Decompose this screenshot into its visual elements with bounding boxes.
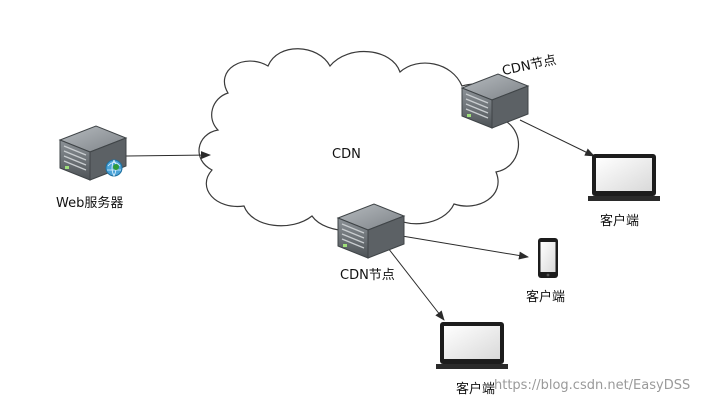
link-topnode-to-laptop: [519, 119, 595, 157]
edge-node-bottom-label: CDN节点: [340, 268, 395, 283]
server-icon: [461, 73, 529, 129]
link-origin-to-cdn: [125, 151, 211, 160]
client-right-label: 客户端: [600, 214, 640, 229]
laptop-icon: [436, 322, 508, 369]
cdn-cloud-label: CDN: [332, 147, 361, 162]
globe-icon: [105, 159, 123, 177]
laptop-icon: [588, 154, 660, 201]
cloud-shape: [198, 48, 520, 232]
client-bottom-label: 客户端: [456, 382, 496, 397]
link-bottomnode-to-phone: [401, 235, 529, 260]
client-phone-label: 客户端: [526, 290, 566, 305]
phone-icon: [538, 238, 558, 278]
origin-server-label: Web服务器: [56, 196, 124, 211]
watermark-text: https://blog.csdn.net/EasyDSS: [494, 378, 691, 393]
link-bottomnode-to-laptop: [387, 247, 445, 321]
